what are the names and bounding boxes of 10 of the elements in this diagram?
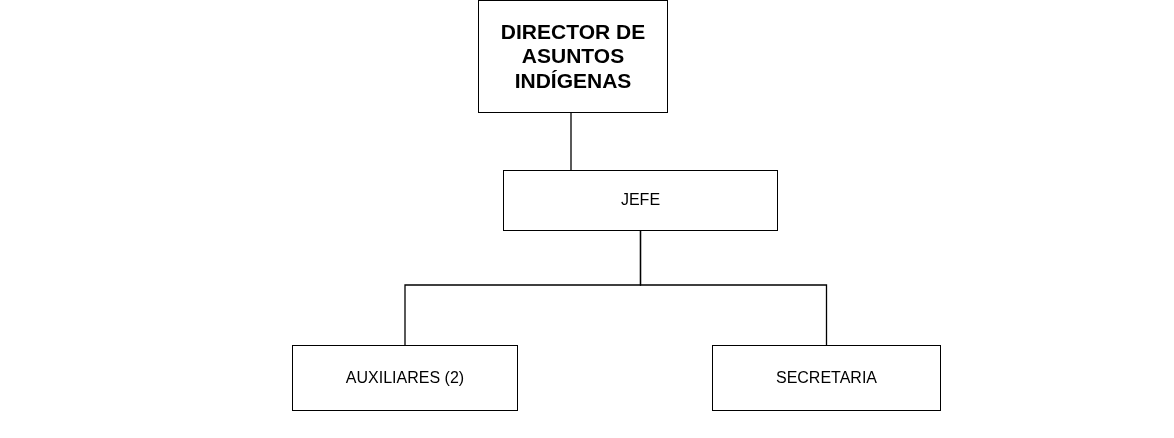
connector-line (570, 112, 572, 171)
box-label: SECRETARIA (775, 368, 878, 388)
org-box (478, 0, 668, 113)
box-label: JEFE (620, 191, 661, 210)
box-label: DIRECTOR DE ASUNTOS INDÍGENAS (499, 20, 647, 93)
org-box (712, 345, 941, 411)
box-label: AUXILIARES (2) (345, 368, 465, 388)
org-box (503, 170, 778, 231)
org-box (292, 345, 518, 411)
connector-line (639, 230, 828, 346)
